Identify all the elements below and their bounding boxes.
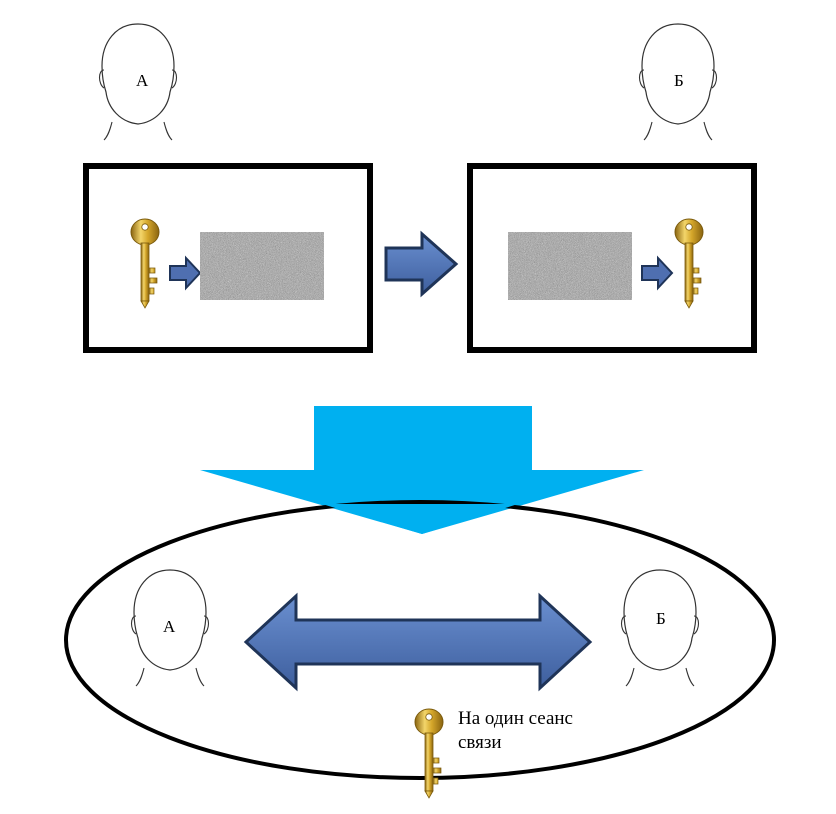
session-key-icon — [414, 708, 444, 799]
down-arrow-tip — [322, 504, 518, 534]
encrypted-noise-block-left — [200, 232, 324, 300]
session-key-caption-line2: связи — [458, 732, 502, 753]
transfer-arrow-icon — [384, 230, 459, 298]
person-a-bottom-label: А — [163, 617, 176, 636]
big-down-arrow-icon — [200, 406, 644, 534]
session-key-caption-line1: На один сеанс — [458, 708, 573, 729]
encrypted-noise-block-right — [508, 232, 632, 300]
person-a-top-label: А — [136, 71, 149, 90]
person-b-top-label: Б — [674, 71, 684, 90]
person-b-bottom — [620, 569, 700, 687]
double-arrow-icon — [243, 592, 593, 692]
person-head-icon — [620, 569, 700, 687]
person-b-bottom-label: Б — [656, 609, 666, 628]
secure-session-ellipse — [64, 500, 776, 780]
